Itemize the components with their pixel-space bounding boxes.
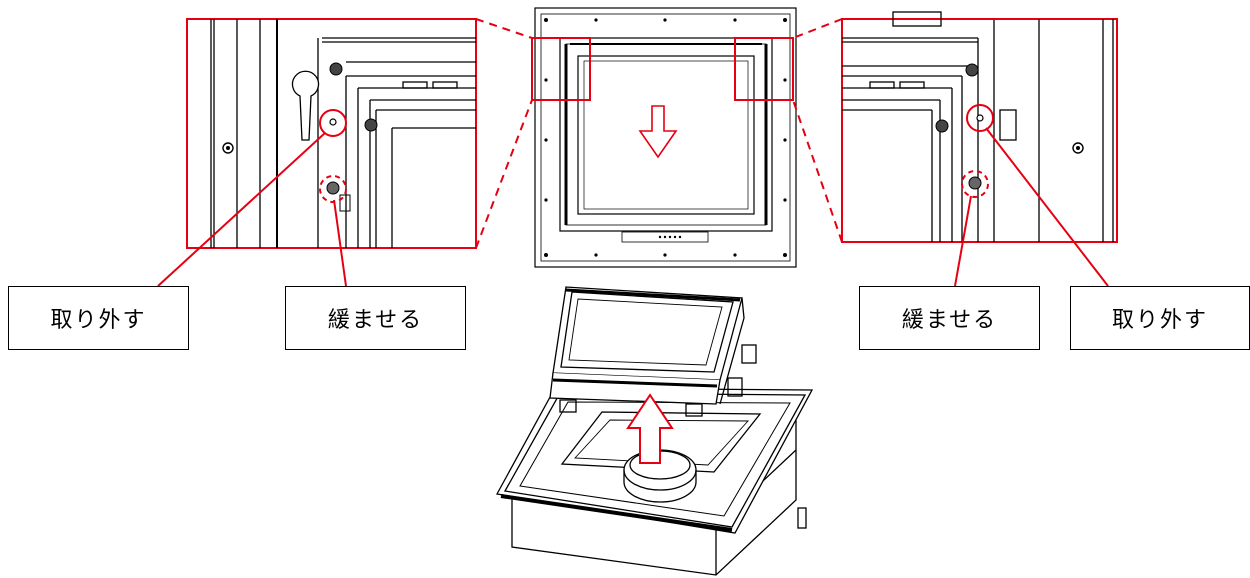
down-arrow-icon (638, 105, 678, 159)
zoom-connectors (475, 18, 843, 249)
remove-label-right-text: 取り外す (1111, 308, 1208, 333)
remove-point-circle-left (319, 109, 347, 137)
up-arrow-icon (626, 393, 674, 464)
right-zoom-detail (841, 11, 1118, 243)
screw-icon (222, 62, 378, 212)
panel-screw-dots (544, 18, 787, 257)
loosen-label-right-text: 緩ませる (901, 308, 998, 333)
loosen-label-left: 緩ませる (285, 286, 466, 350)
keyhole-slot (291, 70, 320, 141)
remove-label-right: 取り外す (1070, 286, 1250, 350)
screw-icon (935, 63, 1084, 190)
highlight-box-left (531, 37, 591, 101)
highlight-box-right (734, 37, 794, 101)
remove-label-left-text: 取り外す (50, 308, 147, 333)
loosen-point-circle-right (961, 170, 989, 198)
loosen-label-left-text: 緩ませる (327, 308, 424, 333)
left-zoom-detail (186, 18, 477, 249)
remove-point-circle-right (966, 104, 994, 132)
panel-front-view (534, 7, 797, 268)
leader-lines (157, 127, 1109, 287)
remove-label-left: 取り外す (8, 286, 189, 350)
loosen-point-circle-left (319, 175, 347, 203)
loosen-label-right: 緩ませる (859, 286, 1040, 350)
